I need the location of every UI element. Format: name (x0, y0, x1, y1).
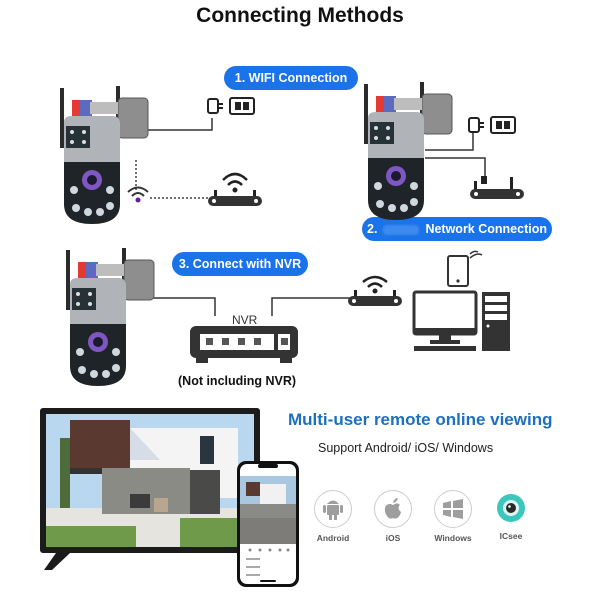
tv-monitor (40, 408, 260, 570)
network-method-wiring (425, 130, 486, 178)
power-adapter-icon-2 (468, 116, 516, 134)
remote-viewing-headline: Multi-user remote online viewing (288, 410, 553, 429)
wifi-method-wiring (135, 118, 213, 199)
ptz-camera-2 (364, 82, 453, 220)
nvr-label: NVR (232, 313, 258, 327)
phone-and-pc-icon (412, 250, 510, 351)
power-adapter-icon (207, 97, 255, 115)
windows-label: Windows (434, 533, 472, 543)
wifi-signal-icon (127, 186, 149, 203)
apple-icon (374, 490, 412, 528)
monitor-icon (412, 290, 478, 351)
redacted-text (383, 224, 420, 235)
ptz-camera-1 (60, 86, 149, 224)
smartphone-app-preview (237, 461, 299, 587)
nvr-to-router-cable (271, 297, 350, 316)
tv-stand-left (44, 553, 70, 570)
network-connection-number: 2. (367, 222, 378, 236)
page-title: Connecting Methods (196, 4, 404, 27)
nvr-connection-label: 3. Connect with NVR (172, 252, 308, 276)
wired-router-icon (470, 176, 524, 199)
platform-support-text: Support Android/ iOS/ Windows (318, 441, 494, 455)
network-connection-text: Network Connection (425, 222, 547, 236)
platform-icsee: ICsee (486, 490, 536, 541)
camera-to-nvr-cable (145, 297, 216, 316)
platform-ios: iOS (368, 490, 418, 543)
android-icon (314, 490, 352, 528)
icsee-label: ICsee (499, 531, 523, 541)
icsee-app-icon (493, 490, 529, 526)
router-icon-nvr (348, 275, 402, 306)
platform-windows: Windows (428, 490, 478, 543)
network-connection-label: 2. Network Connection (362, 217, 552, 241)
android-label: Android (316, 533, 350, 543)
nvr-device-icon (190, 326, 298, 363)
wifi-connection-label: 1. WIFI Connection (224, 66, 358, 90)
ios-label: iOS (385, 533, 401, 543)
tv-screen-house-image (46, 414, 254, 547)
smartphone-icon (447, 250, 483, 287)
nvr-not-included-note: (Not including NVR) (178, 374, 297, 388)
ethernet-cable-2 (425, 157, 486, 178)
platform-android: Android (308, 490, 358, 543)
windows-icon (434, 490, 472, 528)
ptz-camera-3 (66, 248, 155, 386)
wifi-router-icon (208, 172, 262, 206)
power-cable-1 (140, 118, 213, 131)
desktop-tower-icon (482, 292, 510, 351)
power-cable-2 (425, 130, 474, 151)
